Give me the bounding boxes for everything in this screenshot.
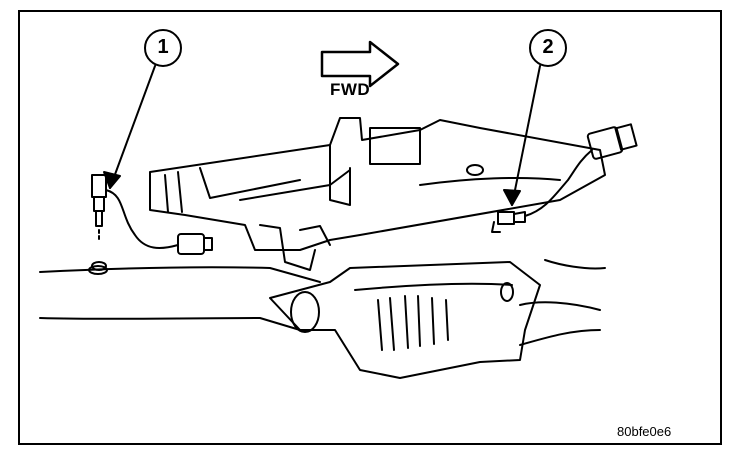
callout-leaders	[103, 65, 541, 206]
callout-circle-2	[529, 29, 567, 67]
figure-id: 80bfe0e6	[617, 424, 672, 439]
exhaust-pipe	[39, 265, 321, 331]
transmission-housing	[149, 117, 606, 271]
callout-number-2: 2	[542, 36, 554, 58]
figure-frame	[18, 10, 722, 445]
oxygen-sensor-upstream	[91, 174, 213, 271]
catalytic-converter	[269, 259, 606, 379]
direction-label: FWD	[330, 80, 371, 99]
callout-number-1: 1	[157, 36, 169, 58]
callout-circle-1	[144, 29, 182, 67]
fwd-arrow-icon	[320, 40, 400, 88]
oxygen-sensor-downstream	[491, 123, 638, 233]
